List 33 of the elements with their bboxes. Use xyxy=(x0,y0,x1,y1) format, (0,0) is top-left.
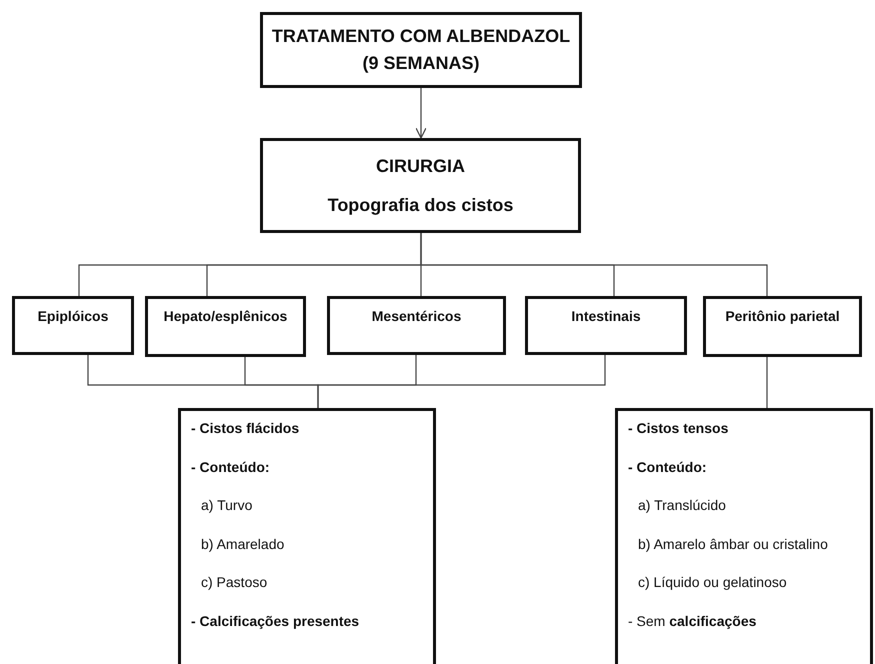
list-item: - Cistos flácidos xyxy=(191,419,300,437)
connector-line xyxy=(766,357,768,408)
list-item: - Calcificações presentes xyxy=(191,612,360,630)
description-box xyxy=(615,408,873,664)
box-title: CIRURGIA xyxy=(376,154,465,178)
list-item: - Conteúdo: xyxy=(191,458,270,476)
box-label: Intestinais xyxy=(571,307,641,325)
box-label: Epiplóicos xyxy=(38,307,108,325)
process-box xyxy=(145,296,306,357)
process-box xyxy=(327,296,506,355)
list-item: a) Turvo xyxy=(201,496,252,514)
process-box xyxy=(703,296,862,357)
box-label: Peritônio parietal xyxy=(725,307,840,325)
connector-line xyxy=(317,355,606,408)
connector-line xyxy=(420,233,768,296)
list-item: c) Líquido ou gelatinoso xyxy=(638,573,787,591)
box-label: Hepato/esplênicos xyxy=(164,307,288,325)
process-box xyxy=(260,138,581,233)
box-subtitle: Topografia dos cistos xyxy=(328,194,514,217)
list-item: b) Amarelo âmbar ou cristalino xyxy=(638,534,828,552)
process-box xyxy=(260,12,582,88)
process-box xyxy=(12,296,134,355)
box-label: Mesentéricos xyxy=(372,307,462,325)
arrow xyxy=(415,88,427,139)
list-item: - Cistos tensos xyxy=(628,419,728,437)
list-item: c) Pastoso xyxy=(201,573,268,591)
process-box xyxy=(525,296,687,355)
description-box xyxy=(178,408,436,664)
list-item: a) Translúcido xyxy=(638,496,726,514)
list-item: - Conteúdo: xyxy=(628,458,707,476)
list-item: - Sem calcificações xyxy=(628,612,756,630)
list-item: b) Amarelado xyxy=(201,534,284,552)
box-title: TRATAMENTO COM ALBENDAZOL (9 SEMANAS) xyxy=(270,25,572,75)
